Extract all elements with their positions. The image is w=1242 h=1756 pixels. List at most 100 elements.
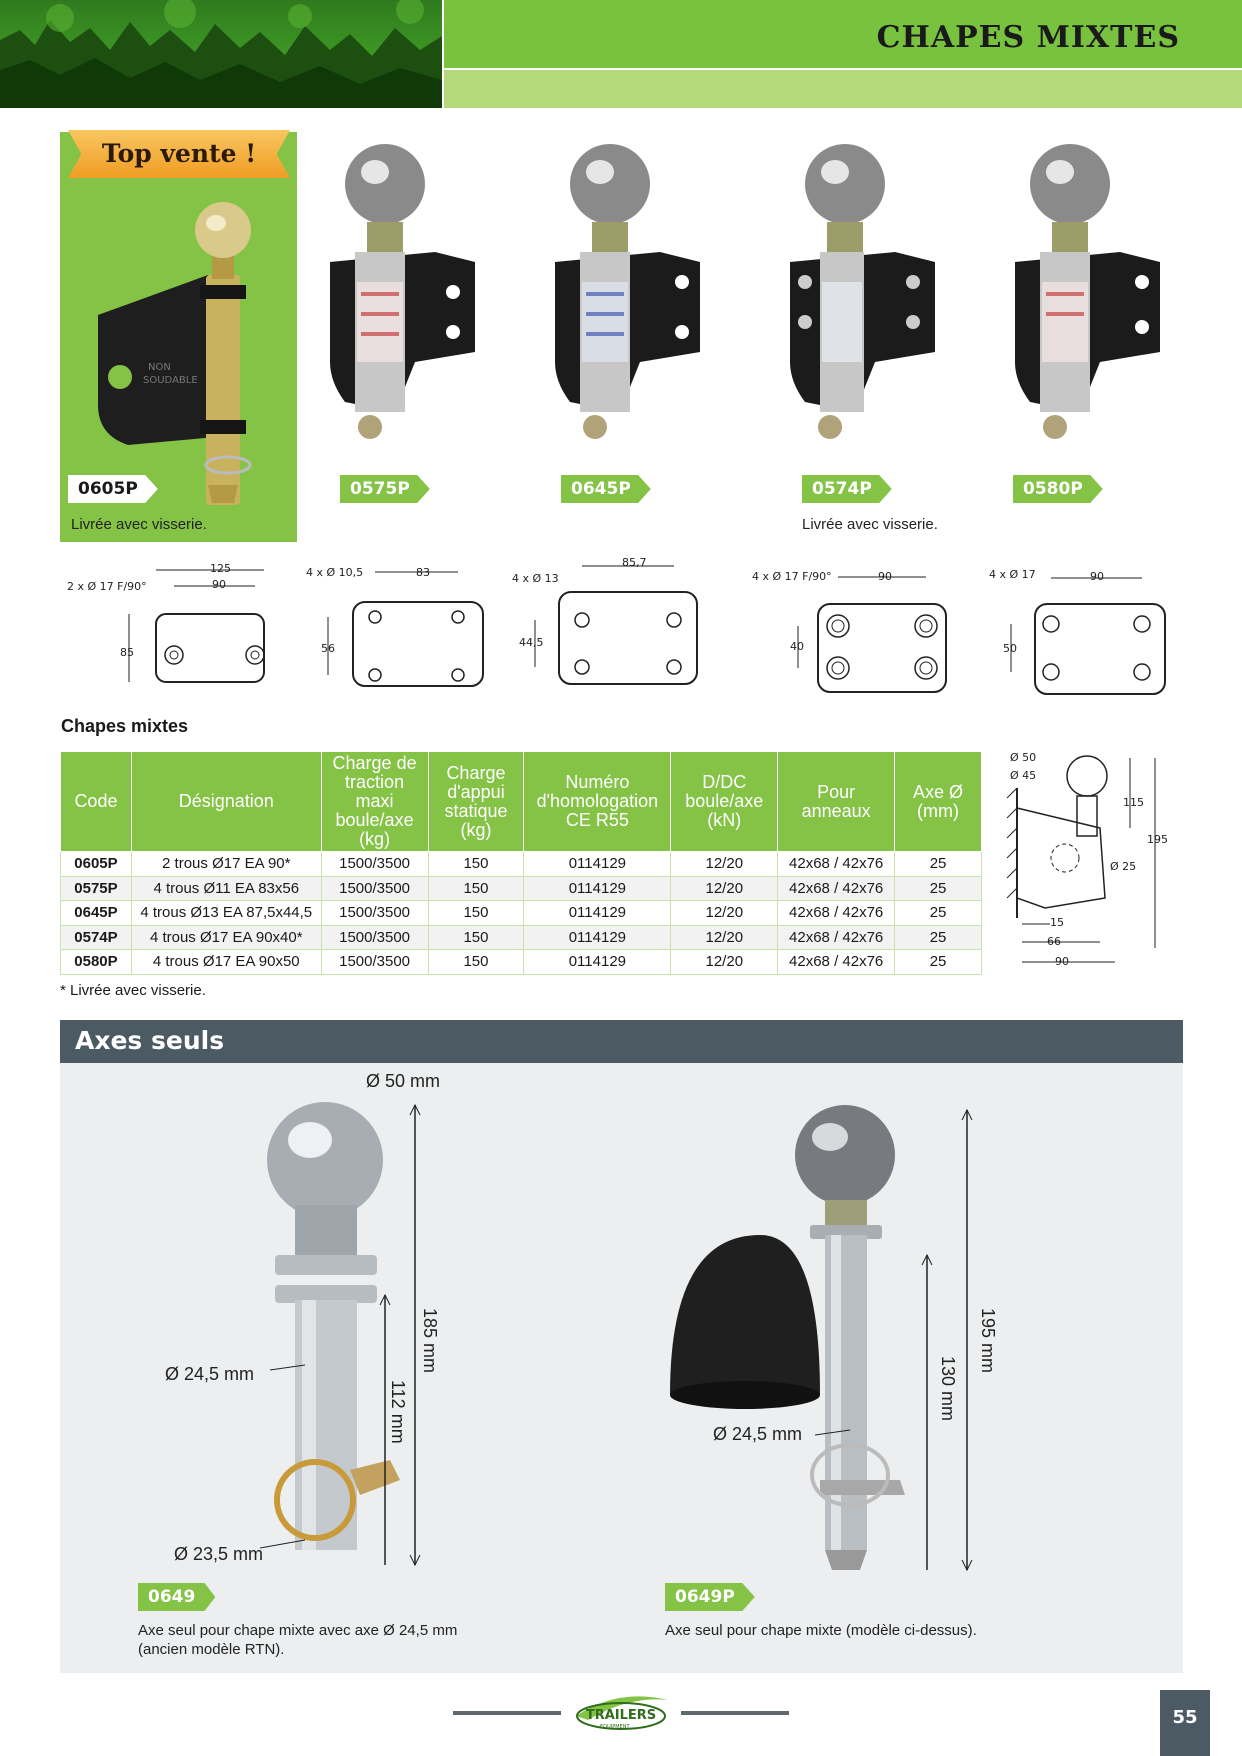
table-title: Chapes mixtes <box>61 716 189 736</box>
table-header-cell: D/DC boule/axe (kN) <box>670 751 779 852</box>
dim-total-length: 185 mm <box>420 1308 440 1374</box>
table-row: 0605P 2 trous Ø17 EA 90* 1500/3500 150 0… <box>60 851 982 877</box>
drawing-0574P: 4 x Ø 17 F/90° 90 40 <box>752 570 947 693</box>
dim-shaft-length-0649P: 130 mm <box>938 1356 958 1422</box>
logo-subtext: EQUIPMENT <box>600 1724 630 1730</box>
table-header-cell: Désignation <box>130 751 322 852</box>
product-tag-0580P: 0580P <box>1013 475 1103 503</box>
table-cell: 0114129 <box>523 851 672 877</box>
dim-shaft-length: 112 mm <box>388 1380 408 1444</box>
dim-lines-0649 <box>260 1103 421 1567</box>
drawing-0574P-label: 4 x Ø 17 F/90° <box>752 570 832 583</box>
drawing-0574P-label: 40 <box>790 640 804 653</box>
table-header-cell: Axe Ø (mm) <box>894 751 982 852</box>
drawing-0575P-label: 4 x Ø 10,5 <box>306 566 363 579</box>
page-title: CHAPES MIXTES <box>876 20 1180 55</box>
axe-desc-0649-line2: (ancien modèle RTN). <box>138 1641 285 1658</box>
spec-table: Code Désignation Charge de traction maxi… <box>60 751 982 975</box>
table-cell: 42x68 / 42x76 <box>777 924 896 950</box>
table-header-cell: Pour anneaux <box>777 751 896 852</box>
table-cell: 42x68 / 42x76 <box>777 875 896 901</box>
side-drawing-label: 66 <box>1047 935 1061 948</box>
table-cell: 12/20 <box>670 924 779 950</box>
product-image-0645P <box>555 144 700 439</box>
table-header-cell: Code <box>60 751 132 852</box>
drawing-0605P: 125 90 2 x Ø 17 F/90° 85 <box>67 562 265 683</box>
table-cell: 42x68 / 42x76 <box>777 949 896 975</box>
product-image-0575P <box>330 144 475 439</box>
axe-image-0649P <box>670 1105 905 1570</box>
table-cell: 25 <box>894 851 982 877</box>
table-cell: 0114129 <box>523 900 672 926</box>
side-drawing-label: Ø 45 <box>1010 769 1036 782</box>
table-header-row: Code Désignation Charge de traction maxi… <box>60 751 982 852</box>
drawing-0645P-label: 44,5 <box>519 636 544 649</box>
product-tag-0574P: 0574P <box>802 475 892 503</box>
header-subband <box>444 70 1242 108</box>
axe-desc-0649P: Axe seul pour chape mixte (modèle ci-des… <box>665 1621 977 1640</box>
drawing-0580P-label: 90 <box>1090 570 1104 583</box>
table-cell: 12/20 <box>670 949 779 975</box>
table-cell: 4 trous Ø17 EA 90x40* <box>130 924 322 950</box>
product-tag-0645P: 0645P <box>561 475 651 503</box>
page-number: 55 <box>1160 1690 1210 1756</box>
footer-line-left <box>453 1711 561 1715</box>
side-dimension-drawing: Ø 50 Ø 45 115 195 Ø 25 15 66 90 <box>1006 751 1168 968</box>
drawing-0575P-label: 56 <box>321 642 335 655</box>
drawing-0605P-label: 2 x Ø 17 F/90° <box>67 580 147 593</box>
drawing-0645P-label: 4 x Ø 13 <box>512 572 559 585</box>
trailers-logo: TRAILERS EQUIPMENT <box>576 1696 668 1730</box>
table-footnote: * Livrée avec visserie. <box>60 982 206 999</box>
side-drawing-label: 90 <box>1055 955 1069 968</box>
table-cell: 42x68 / 42x76 <box>777 900 896 926</box>
table-cell: 4 trous Ø11 EA 83x56 <box>130 875 322 901</box>
table-cell: 25 <box>894 875 982 901</box>
axe-desc-0649: Axe seul pour chape mixte avec axe Ø 24,… <box>138 1621 457 1659</box>
drawing-0575P: 4 x Ø 10,5 83 56 <box>306 566 484 687</box>
drawing-0580P-label: 4 x Ø 17 <box>989 568 1036 581</box>
table-cell: 1500/3500 <box>320 900 429 926</box>
axe-desc-0649P-line1: Axe seul pour chape mixte (modèle ci-des… <box>665 1622 977 1639</box>
table-cell: 0580P <box>60 949 132 975</box>
side-drawing-label: 115 <box>1123 796 1144 809</box>
side-drawing-label: 195 <box>1147 833 1168 846</box>
table-cell: 2 trous Ø17 EA 90* <box>130 851 322 877</box>
dim-tip-diameter: Ø 23,5 mm <box>174 1544 264 1564</box>
top-vente-label: Top vente ! <box>101 139 257 168</box>
table-cell: 42x68 / 42x76 <box>777 851 896 877</box>
drawing-0580P: 4 x Ø 17 90 50 <box>989 568 1166 695</box>
table-cell: 1500/3500 <box>320 851 429 877</box>
logo-text: TRAILERS <box>586 1708 656 1723</box>
table-cell: 150 <box>427 875 525 901</box>
side-drawing-label: Ø 50 <box>1010 751 1036 764</box>
product-tag-0605P: 0605P <box>68 475 158 503</box>
table-cell: 0574P <box>60 924 132 950</box>
table-cell: 25 <box>894 900 982 926</box>
table-cell: 12/20 <box>670 851 779 877</box>
axe-tag-0649: 0649 <box>138 1583 216 1611</box>
header-band <box>444 0 1242 68</box>
product-note-0574P: Livrée avec visserie. <box>802 516 938 533</box>
table-cell: 1500/3500 <box>320 875 429 901</box>
dim-shaft-diameter: Ø 24,5 mm <box>165 1364 255 1384</box>
product-image-0574P <box>790 144 935 439</box>
side-drawing-label: 15 <box>1050 916 1064 929</box>
table-cell: 4 trous Ø17 EA 90x50 <box>130 949 322 975</box>
side-drawing-label: Ø 25 <box>1110 860 1136 873</box>
dim-total-length-0649P: 195 mm <box>978 1308 998 1374</box>
drawing-0605P-label: 90 <box>212 578 226 591</box>
table-cell: 150 <box>427 900 525 926</box>
table-header-cell: Charge d'appui statique (kg) <box>427 751 525 852</box>
top-vente-ribbon: Top vente ! <box>68 130 290 178</box>
table-cell: 0114129 <box>523 949 672 975</box>
drawing-0605P-label: 125 <box>210 562 231 575</box>
table-header-cell: Numéro d'homologation CE R55 <box>523 751 672 852</box>
table-header-cell: Charge de traction maxi boule/axe (kg) <box>320 751 429 852</box>
dim-lines-0649P <box>815 1108 973 1572</box>
svg-text:NON: NON <box>148 362 171 373</box>
axes-section-panel <box>60 1063 1183 1673</box>
table-cell: 0605P <box>60 851 132 877</box>
product-image-0580P <box>1015 144 1160 439</box>
table-row: 0580P 4 trous Ø17 EA 90x50 1500/3500 150… <box>60 949 982 975</box>
table-cell: 0114129 <box>523 875 672 901</box>
